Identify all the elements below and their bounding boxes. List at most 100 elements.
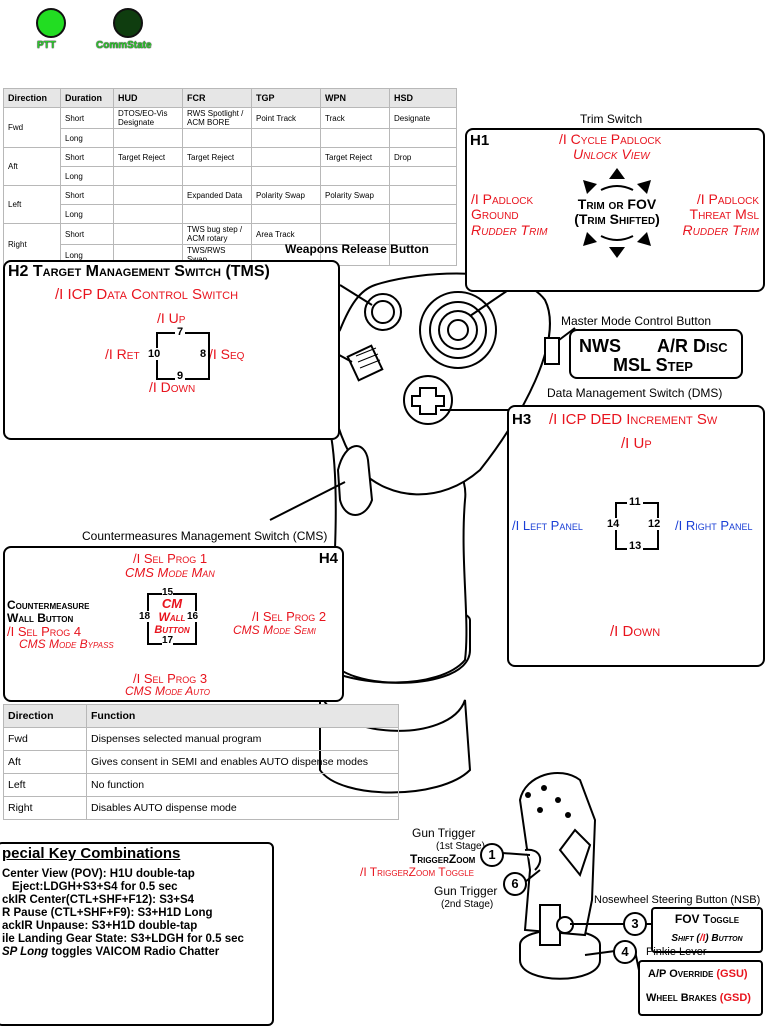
h4-wall-label: Countermeasure bbox=[7, 598, 90, 612]
special-key-line: ackIR Unpause: S3+H1D double-tap bbox=[2, 920, 198, 932]
h3-left-label: /I Left Panel bbox=[512, 518, 583, 533]
table-header-row: Direction Function bbox=[3, 704, 399, 728]
h4-up-label-2: CMS Mode Man bbox=[125, 565, 215, 580]
pinkie-panel: A/P Override (GSU) Wheel Brakes (GSD) bbox=[638, 960, 763, 1016]
gun-trigger-2-stage: (2nd Stage) bbox=[441, 899, 494, 910]
table-header: HSD bbox=[389, 88, 457, 108]
h4-dir-16: 16 bbox=[187, 611, 199, 622]
h2-tms-panel: H2 Target Management Switch (TMS) /I ICP… bbox=[3, 260, 340, 440]
h4-up-label: /I Sel Prog 1 bbox=[133, 551, 208, 566]
h3-right-label: /I Right Panel bbox=[675, 518, 753, 533]
h4-dir-15: 15 bbox=[162, 587, 174, 598]
cms-callout: Countermeasures Management Switch (CMS) bbox=[82, 529, 328, 543]
table-cell: No function bbox=[86, 773, 399, 797]
ptt-indicator-icon bbox=[36, 8, 66, 38]
h3-dir-12: 12 bbox=[648, 518, 661, 530]
ap-override-label: A/P Override (GSU) bbox=[648, 968, 748, 980]
h1-up-label: /I Cycle Padlock bbox=[559, 131, 662, 147]
h4-cm-label-3: Button bbox=[154, 624, 190, 636]
shift-modifier: /I bbox=[699, 933, 706, 944]
shift-button-label: Shift (/I) Button bbox=[653, 933, 761, 944]
h4-tag: H4 bbox=[318, 550, 338, 567]
h3-dms-panel: H3 /I ICP DED Increment Sw /I Up /I Left… bbox=[507, 405, 765, 667]
ptt-label: PTT bbox=[37, 40, 56, 51]
special-key-line: ckIR Center(CTL+SHF+F12): S3+S4 bbox=[2, 894, 195, 906]
fov-toggle-label: FOV Toggle bbox=[674, 912, 740, 926]
master-mode-callout: Master Mode Control Button bbox=[561, 314, 712, 328]
h4-cm-label-2: Wall bbox=[158, 610, 186, 624]
commstate-indicator-icon bbox=[113, 8, 143, 38]
h3-up-label: /I Up bbox=[621, 435, 652, 452]
h4-left-label-2: CMS Mode Bypass bbox=[19, 637, 114, 651]
h1-center-label-2: (Trim Shifted) bbox=[574, 211, 660, 227]
h3-dir-13: 13 bbox=[627, 540, 644, 552]
table-cell: Gives consent in SEMI and enables AUTO d… bbox=[86, 750, 399, 774]
table-header: Function bbox=[86, 704, 399, 728]
triggerzoom-toggle-label: /I TriggerZoom Toggle bbox=[360, 865, 475, 879]
table-header: Direction bbox=[3, 88, 61, 108]
nws-label: NWS bbox=[579, 336, 621, 356]
eight-way-arrows-icon bbox=[583, 168, 651, 258]
h2-subtitle: /I ICP Data Control Switch bbox=[55, 286, 239, 303]
h1-left-label: /I Padlock bbox=[471, 191, 534, 207]
h2-up-label: /I Up bbox=[157, 310, 186, 326]
h3-dir-11: 11 bbox=[627, 496, 643, 508]
wheel-brakes-label: Wheel Brakes (GSD) bbox=[646, 992, 751, 1004]
nsb-label: Nosewheel Steering Button (NSB) bbox=[594, 894, 761, 906]
h4-down-label-2: CMS Mode Auto bbox=[125, 684, 210, 698]
special-key-line: Eject:LDGH+S3+S4 for 0.5 sec bbox=[12, 881, 178, 893]
callout-number-6: 6 bbox=[503, 872, 527, 896]
table-header: Direction bbox=[3, 704, 87, 728]
ar-disc-label: A/R Disc bbox=[657, 336, 728, 356]
special-key-line: ile Landing Gear State: S3+LDGH for 0.5 … bbox=[2, 933, 244, 945]
special-key-rest: toggles VAICOM Radio Chatter bbox=[48, 946, 220, 958]
shift-text-2: ) Button bbox=[705, 933, 743, 944]
h3-down-label: /I Down bbox=[610, 623, 661, 640]
shift-text: Shift ( bbox=[671, 933, 700, 944]
table-cell: Dispenses selected manual program bbox=[86, 727, 399, 751]
gun-trigger-1-label: Gun Trigger bbox=[412, 826, 476, 840]
h2-dir-9: 9 bbox=[175, 370, 186, 382]
h4-right-label-2: CMS Mode Semi bbox=[233, 623, 316, 637]
commstate-label: CommState bbox=[96, 40, 152, 51]
h2-dir-10: 10 bbox=[148, 348, 161, 360]
table-cell: Right bbox=[3, 796, 87, 820]
table-cell: Fwd bbox=[3, 727, 87, 751]
h2-dir-7: 7 bbox=[175, 326, 186, 338]
special-key-line: SP Long toggles VAICOM Radio Chatter bbox=[2, 946, 219, 958]
h2-dir-8: 8 bbox=[200, 348, 207, 360]
h3-dir-14: 14 bbox=[607, 518, 620, 530]
h2-down-label: /I Down bbox=[149, 379, 196, 395]
callout-number-3: 3 bbox=[623, 912, 647, 936]
table-cell: DTOS/EO-Vis Designate bbox=[113, 107, 183, 129]
h2-right-label: /I Seq bbox=[209, 346, 245, 362]
nsb-panel: FOV Toggle Shift (/I) Button bbox=[651, 907, 763, 953]
h4-right-label: /I Sel Prog 2 bbox=[252, 609, 327, 624]
special-key-em: SP Long bbox=[2, 946, 49, 958]
dms-callout: Data Management Switch (DMS) bbox=[547, 386, 723, 400]
h4-cms-panel: H4 /I Sel Prog 1 CMS Mode Man Countermea… bbox=[3, 546, 344, 702]
h2-left-label: /I Ret bbox=[105, 346, 140, 362]
table-header-row: Direction Duration HUD FCR TGP WPN HSD bbox=[3, 88, 457, 108]
h1-center-label: Trim or FOV bbox=[577, 196, 657, 212]
h3-title: /I ICP DED Increment Sw bbox=[549, 411, 718, 428]
callout-number-4: 4 bbox=[613, 940, 637, 964]
table-header: TGP bbox=[251, 88, 321, 108]
table-cell: Left bbox=[3, 773, 87, 797]
special-keys-panel: pecial Key Combinations Center View (POV… bbox=[0, 842, 274, 1026]
h2-title: H2 Target Management Switch (TMS) bbox=[8, 263, 270, 280]
table-cell: Disables AUTO dispense mode bbox=[86, 796, 399, 820]
special-key-line: R Pause (CTL+SHF+F9): S3+H1D Long bbox=[2, 907, 213, 919]
triggerzoom-label: TriggerZoom bbox=[410, 852, 476, 866]
h4-dir-17: 17 bbox=[162, 635, 174, 646]
special-keys-title: pecial Key Combinations bbox=[2, 845, 181, 862]
table-cell: Right bbox=[3, 223, 61, 266]
table-cell: Aft bbox=[3, 750, 87, 774]
h1-up-label-2: Unlock View bbox=[573, 146, 650, 162]
h1-right-label: /I Padlock bbox=[696, 191, 759, 207]
